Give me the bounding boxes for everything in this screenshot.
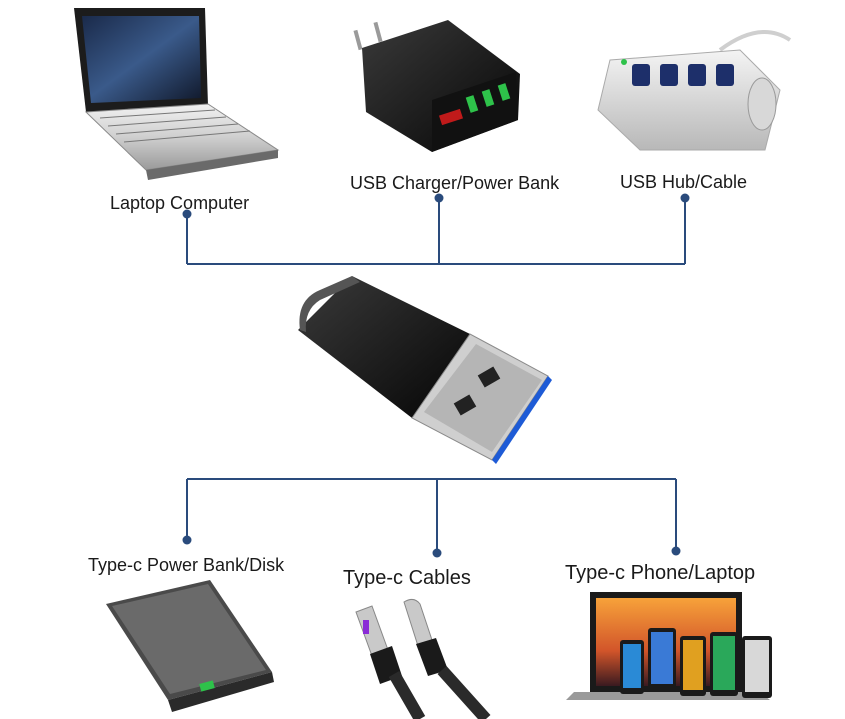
- usb-hub-icon: [597, 30, 792, 151]
- label-usb-hub: USB Hub/Cable: [620, 172, 748, 192]
- usb-charger-icon: [353, 20, 520, 152]
- top-connector-lines: [186, 198, 686, 265]
- label-type-c-cables: Type-c Cables: [343, 567, 471, 589]
- phone-laptop-icon: [566, 592, 772, 700]
- laptop-icon: [74, 8, 280, 180]
- label-laptop-computer: Laptop Computer: [110, 193, 250, 213]
- power-bank-icon: [106, 580, 274, 712]
- usb-a-to-type-c-adapter-icon: [298, 276, 552, 464]
- label-type-c-phone-laptop: Type-c Phone/Laptop: [565, 562, 756, 584]
- bottom-connector-dots: [182, 535, 681, 558]
- bottom-connector-lines: [186, 478, 677, 553]
- top-connector-dots: [182, 193, 690, 219]
- type-c-cable-icon: [355, 598, 491, 719]
- label-type-c-power-bank: Type-c Power Bank/Disk: [88, 555, 285, 575]
- label-usb-charger: USB Charger/Power Bank: [350, 173, 560, 193]
